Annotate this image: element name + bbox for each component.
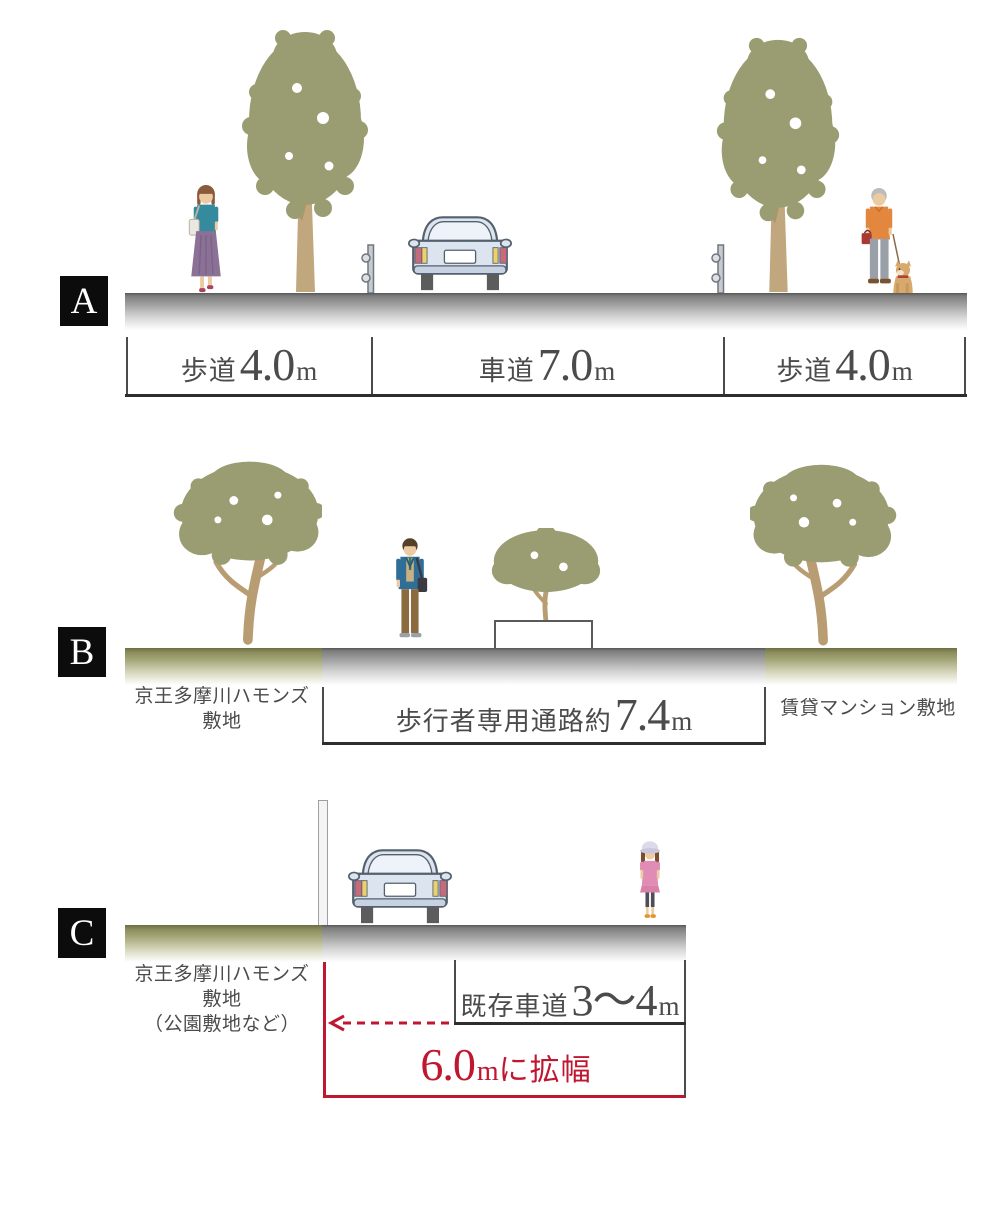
dim-baseline xyxy=(125,394,967,397)
dim-value: 4.0 xyxy=(835,339,890,390)
dim-value: 3〜4 xyxy=(571,976,658,1025)
dim-unit: m xyxy=(891,356,913,386)
existing-road-ground-c xyxy=(322,925,686,962)
dim-tick xyxy=(684,960,686,1097)
dim-unit: m xyxy=(476,1056,499,1087)
site-label-line: 敷地 xyxy=(202,711,242,732)
right-site-label-b: 賃貸マンション敷地 xyxy=(770,696,966,721)
dim-suffix: に拡幅 xyxy=(498,1054,592,1087)
site-label-line: 京王多摩川ハモンズ xyxy=(134,964,310,985)
dim-tick xyxy=(322,687,324,744)
dim-prefix: 歩行者専用通路約 xyxy=(395,707,612,736)
dim-prefix: 歩道 xyxy=(180,356,237,386)
section-c-panel: C xyxy=(58,908,106,958)
dim-value: 7.0 xyxy=(537,339,593,390)
boundary-pole xyxy=(318,800,328,928)
dim-prefix: 歩道 xyxy=(776,356,833,386)
car-rear-icon xyxy=(408,212,512,292)
dim-value: 4.0 xyxy=(239,339,295,390)
site-label-line: 京王多摩川ハモンズ xyxy=(134,686,310,707)
girl-icon xyxy=(634,840,666,926)
dim-unit: m xyxy=(594,356,616,386)
section-a-letter: A xyxy=(70,280,98,322)
street-tree-icon xyxy=(233,26,377,296)
site-ground-right-b xyxy=(765,648,957,685)
dim-prefix: 既存車道 xyxy=(460,992,569,1021)
widening-left-line xyxy=(323,962,326,1098)
site-ground-left-b xyxy=(125,648,322,685)
dim-unit: m xyxy=(671,706,693,736)
planter-shrub-icon xyxy=(488,528,604,625)
section-c-letter: C xyxy=(69,912,95,954)
dim-unit: m xyxy=(296,356,318,386)
pedestrian-woman-icon xyxy=(186,184,226,297)
businessman-icon xyxy=(390,536,430,649)
walkway-ground-b xyxy=(322,648,765,685)
dim-value: 6.0 xyxy=(420,1039,475,1090)
dim-baseline xyxy=(322,742,766,745)
left-site-label-c: 京王多摩川ハモンズ 敷地 （公園敷地など） xyxy=(110,962,334,1037)
street-tree-icon xyxy=(708,34,848,296)
dim-value: 7.4 xyxy=(614,689,670,740)
dim-tick xyxy=(964,337,966,394)
dim-baseline xyxy=(454,1022,686,1025)
dog-icon xyxy=(888,260,918,296)
section-b-letter: B xyxy=(69,631,95,673)
dim-prefix: 車道 xyxy=(478,356,535,386)
planter-box xyxy=(494,620,593,651)
site-label-line: 敷地 xyxy=(202,989,242,1010)
guardrail-post-icon xyxy=(361,243,379,295)
dim-tick xyxy=(371,337,373,394)
street-tree-icon xyxy=(750,452,898,650)
section-a-panel: A xyxy=(60,276,108,326)
dim-unit: m xyxy=(658,991,680,1021)
dim-tick xyxy=(764,687,766,744)
street-tree-icon xyxy=(172,448,322,650)
roadway-ground-a xyxy=(125,293,967,330)
car-rear-icon xyxy=(348,845,452,925)
dim-tick xyxy=(454,960,456,1024)
widening-baseline xyxy=(323,1095,686,1098)
section-b-panel: B xyxy=(58,627,106,677)
site-ground-left-c xyxy=(125,925,322,962)
site-label-line: 賃貸マンション敷地 xyxy=(780,698,956,719)
dim-tick xyxy=(126,337,128,394)
left-site-label-b: 京王多摩川ハモンズ 敷地 xyxy=(110,684,334,734)
site-label-line: （公園敷地など） xyxy=(143,1014,300,1035)
widening-arrow-icon xyxy=(327,1014,453,1032)
dim-tick xyxy=(723,337,725,394)
